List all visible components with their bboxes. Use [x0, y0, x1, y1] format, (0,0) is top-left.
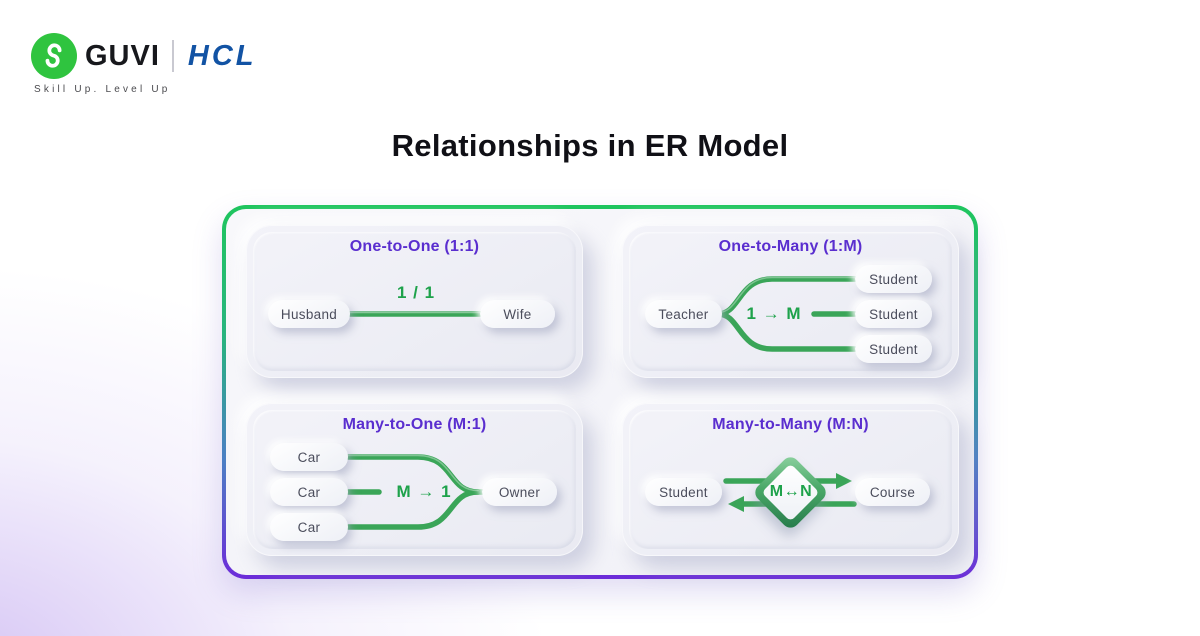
page-title: Relationships in ER Model [391, 128, 789, 163]
brand-tagline: Skill Up. Level Up [34, 84, 171, 95]
guvi-wordmark: GUVI [85, 39, 160, 72]
entity-student: Student [645, 478, 722, 506]
entity-car-1: Car [270, 443, 348, 471]
entity-teacher: Teacher [645, 300, 722, 328]
er-model-frame: One-to-One (1:1) 1 / 1 Husband Wife One-… [222, 205, 978, 579]
guvi-g-glyph [45, 43, 62, 68]
panel-heading: One-to-Many (1:M) [718, 238, 863, 255]
panel-heading: Many-to-One (M:1) [342, 416, 487, 433]
panel-one-to-many: One-to-Many (1:M) 1 → M Teacher Student … [622, 225, 959, 378]
entity-husband: Husband [268, 300, 350, 328]
panel-many-to-one: Many-to-One (M:1) M → 1 Car Car Car Owne… [246, 403, 583, 556]
cardinality-label: 1 → M [746, 304, 802, 323]
guvi-logo-icon [31, 33, 77, 79]
entity-car-3: Car [270, 513, 348, 541]
panel-heading: Many-to-Many (M:N) [712, 416, 869, 433]
brand-divider [171, 40, 174, 72]
entity-student-1: Student [855, 265, 932, 293]
panel-heading: One-to-One (1:1) [349, 238, 480, 255]
entity-student-3: Student [855, 335, 932, 363]
entity-course: Course [855, 478, 930, 506]
many-to-one-connector [345, 454, 487, 530]
panel-many-to-many: Many-to-Many (M:N) M↔N Student Course [622, 403, 959, 556]
brand-logo: GUVI HCL Skill Up. Level Up [31, 33, 257, 95]
hcl-wordmark: HCL [187, 39, 257, 72]
cardinality-label: 1 / 1 [396, 283, 436, 302]
entity-owner: Owner [482, 478, 557, 506]
panel-one-to-one: One-to-One (1:1) 1 / 1 Husband Wife [246, 225, 583, 378]
one-to-one-connector [343, 311, 487, 317]
entity-car-2: Car [270, 478, 348, 506]
entity-wife: Wife [480, 300, 555, 328]
entity-student-2: Student [855, 300, 932, 328]
arrowhead-left [728, 496, 744, 512]
cardinality-label: M↔N [769, 483, 813, 500]
one-to-many-connector [715, 276, 860, 352]
cardinality-label: M → 1 [396, 482, 452, 501]
arrowhead-right [836, 473, 852, 489]
